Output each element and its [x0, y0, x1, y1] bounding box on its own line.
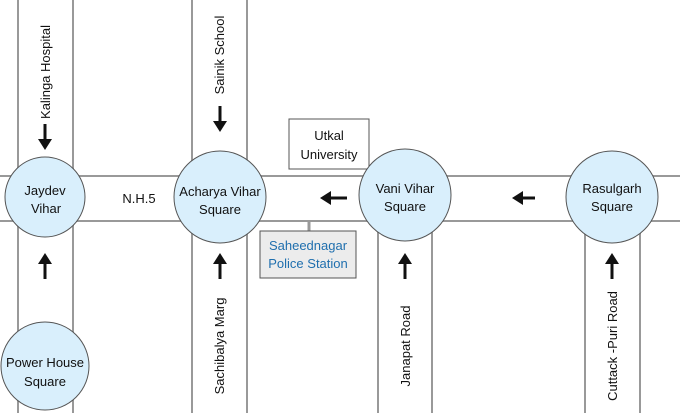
- utkal-line2: University: [300, 147, 358, 162]
- police-station-box: Saheednagar Police Station: [259, 230, 357, 279]
- police-line1: Saheednagar: [269, 238, 348, 253]
- node-rasulgarh-square: Rasulgarh Square: [565, 150, 659, 244]
- node-label-line2: Vihar: [31, 201, 62, 216]
- node-acharya-vihar-square: Acharya Vihar Square: [173, 150, 267, 244]
- utkal-line1: Utkal: [314, 128, 344, 143]
- node-label-line2: Square: [591, 199, 633, 214]
- sachibalya-marg-label: Sachibalya Marg: [212, 298, 227, 395]
- node-jaydev-vihar: Jaydev Vihar: [4, 156, 86, 238]
- node-label-line2: Square: [24, 374, 66, 389]
- node-vani-vihar-square: Vani Vihar Square: [358, 148, 452, 242]
- arrow-kalinga-down: [38, 124, 52, 150]
- node-power-house-square: Power House Square: [0, 321, 90, 411]
- cuttack-puri-road-label: Cuttack -Puri Road: [605, 291, 620, 401]
- police-line2: Police Station: [268, 256, 348, 271]
- arrow-sainik-down: [213, 106, 227, 132]
- janapat-road-label: Janapat Road: [398, 306, 413, 387]
- arrow-cuttack-up: [605, 253, 619, 279]
- arrow-nh5-left-1: [320, 191, 347, 205]
- kalinga-hospital-label: Kalinga Hospital: [38, 25, 53, 119]
- sainik-school-label: Sainik School: [212, 16, 227, 95]
- arrow-sachibalya-up: [213, 253, 227, 279]
- arrow-nh5-left-2: [512, 191, 535, 205]
- node-label-line1: Acharya Vihar: [179, 184, 261, 199]
- node-label-line2: Square: [384, 199, 426, 214]
- utkal-university-box: Utkal University: [288, 118, 370, 170]
- arrow-janapat-up: [398, 253, 412, 279]
- nh5-label: N.H.5: [122, 191, 155, 206]
- node-label-line1: Rasulgarh: [582, 181, 641, 196]
- node-label-line2: Square: [199, 202, 241, 217]
- node-label-line1: Jaydev: [24, 183, 66, 198]
- node-label-line1: Vani Vihar: [376, 181, 435, 196]
- arrow-powerhouse-up: [38, 253, 52, 279]
- node-label-line1: Power House: [6, 355, 84, 370]
